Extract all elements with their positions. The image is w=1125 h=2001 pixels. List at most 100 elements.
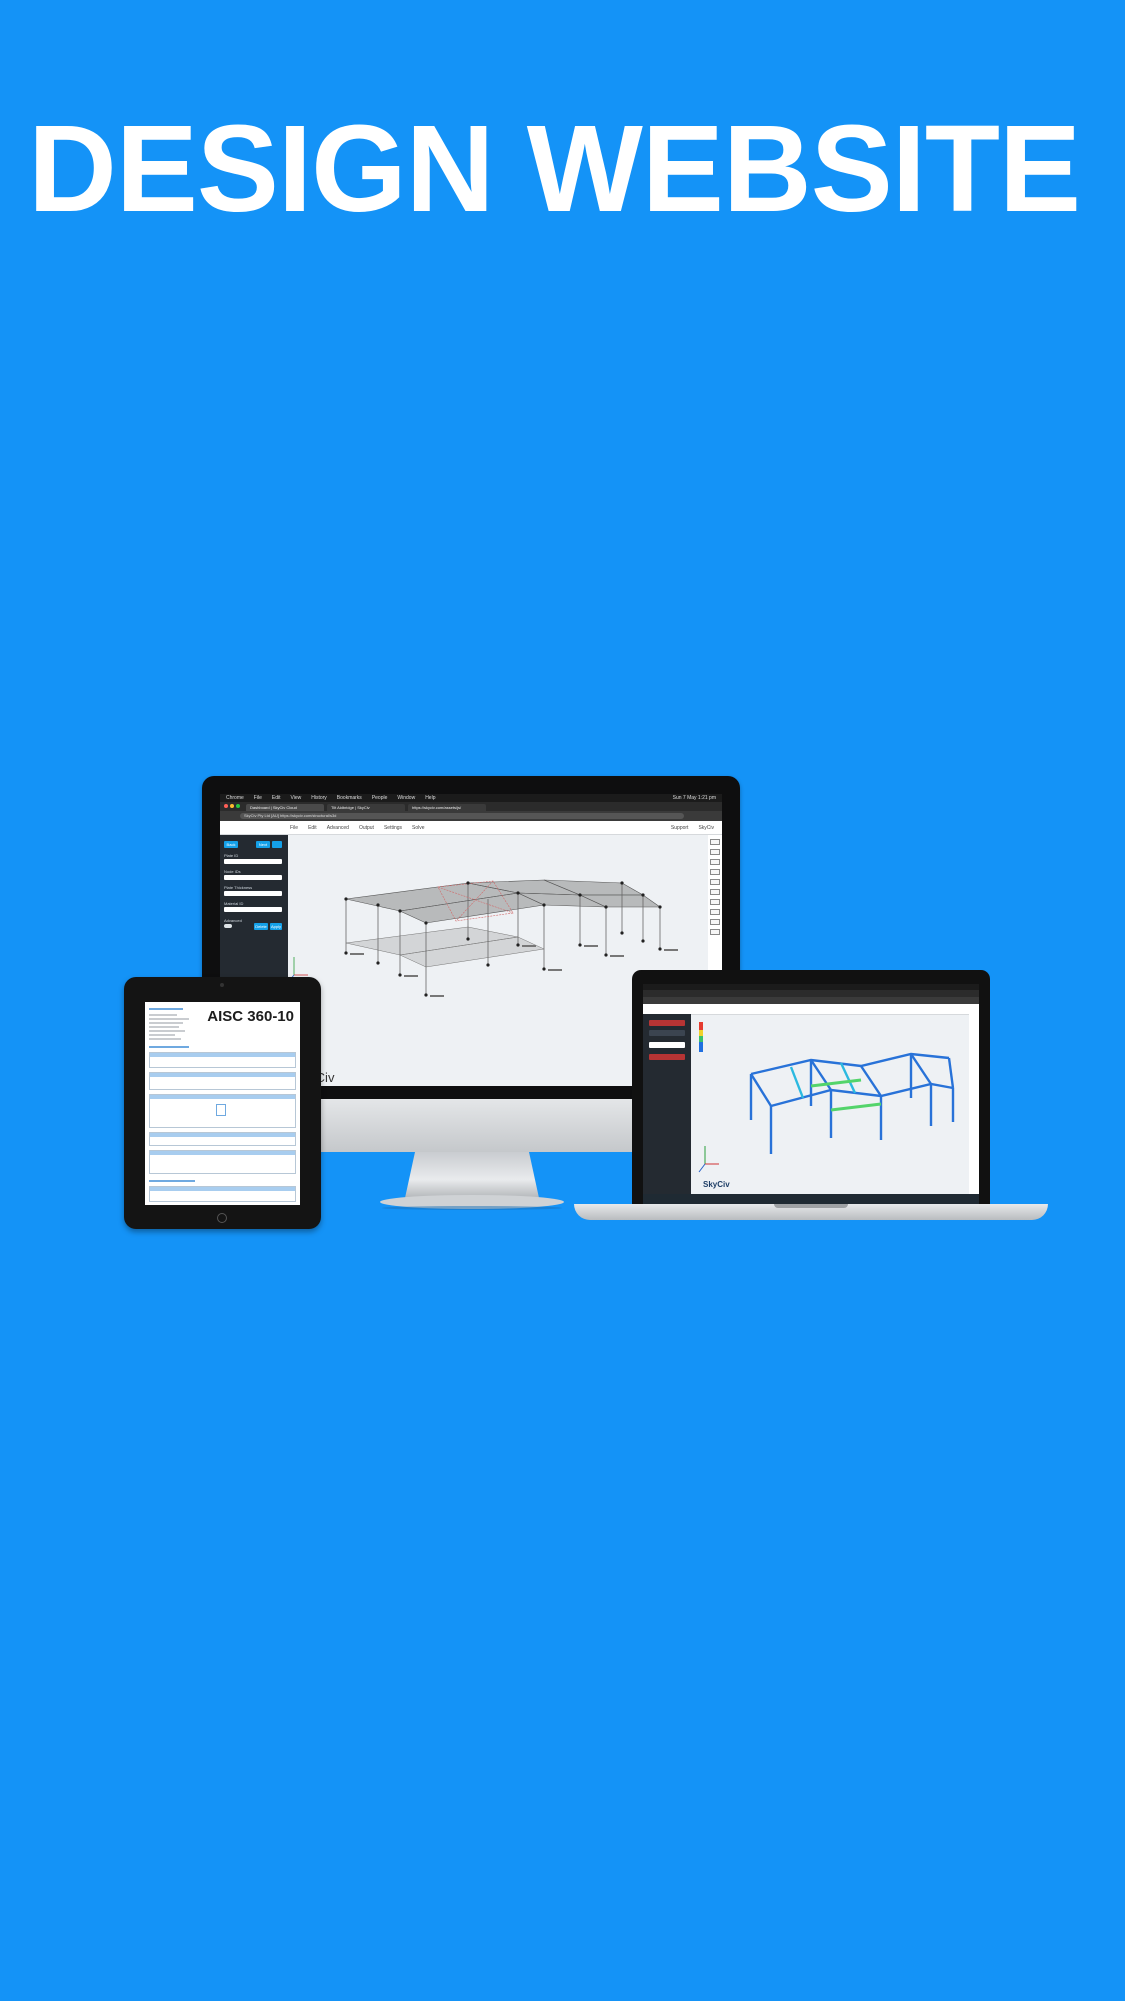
laptop-device: SkyCiv xyxy=(574,970,1048,1232)
results-panel xyxy=(643,1014,691,1204)
view-tool-icon[interactable] xyxy=(710,909,720,915)
menu-window[interactable]: Window xyxy=(397,794,416,801)
headline: DESIGN WEBSITE xyxy=(28,101,1081,238)
laptop-screen: SkyCiv xyxy=(643,984,979,1204)
plate-id-input[interactable] xyxy=(224,859,282,864)
axis-triad-icon xyxy=(698,1146,719,1173)
back-button[interactable]: Back xyxy=(224,841,238,848)
menu-people[interactable]: People xyxy=(371,794,388,801)
stress-highlight xyxy=(810,1078,882,1112)
report-line xyxy=(149,1046,189,1048)
node-ids-input[interactable] xyxy=(224,875,282,880)
results-button[interactable] xyxy=(649,1020,685,1026)
view-tool-icon[interactable] xyxy=(710,869,720,875)
frame-members xyxy=(749,1052,955,1154)
report-line xyxy=(149,1022,183,1024)
tablet-device: AISC 360-10 xyxy=(124,977,321,1229)
browser-tab-model[interactable]: Tilt Aldbridge | SkyCiv xyxy=(327,804,405,811)
report-table xyxy=(149,1052,296,1068)
roof-plates xyxy=(345,879,661,924)
results-button[interactable] xyxy=(649,1054,685,1060)
view-tool-icon[interactable] xyxy=(710,919,720,925)
report-line xyxy=(149,1030,185,1032)
report-line xyxy=(149,1018,189,1020)
plate-thickness-input[interactable] xyxy=(224,891,282,896)
toolbar-user[interactable]: SkyCiv xyxy=(698,824,714,831)
view-tools-sidebar xyxy=(969,1014,979,1204)
next-button[interactable]: Next xyxy=(256,841,270,848)
material-id-input[interactable] xyxy=(224,907,282,912)
view-tool-icon[interactable] xyxy=(710,889,720,895)
home-button-icon xyxy=(217,1213,227,1223)
report-table xyxy=(149,1072,296,1090)
close-window-icon[interactable] xyxy=(224,804,228,808)
minimize-window-icon[interactable] xyxy=(230,804,234,808)
plate-id-label: Plate ID xyxy=(224,853,239,858)
toolbar-settings[interactable]: Settings xyxy=(383,824,403,831)
skyciv-logo: SkyCiv xyxy=(703,1180,730,1189)
app-toolbar xyxy=(643,1004,979,1015)
nodes xyxy=(344,881,662,997)
results-select[interactable] xyxy=(649,1042,685,1048)
browser-tab-dashboard[interactable]: Dashboard | SkyCiv Cloud xyxy=(246,804,324,811)
toolbar-file[interactable]: File xyxy=(290,824,299,831)
advanced-toggle-label: Advanced xyxy=(224,918,242,923)
laptop-base xyxy=(574,1204,1048,1220)
apply-button[interactable]: Apply xyxy=(270,923,282,930)
toolbar-advanced[interactable]: Advanced xyxy=(326,824,349,831)
view-tool-icon[interactable] xyxy=(710,879,720,885)
monitor-bezel: Chrome File Edit View History Bookmarks … xyxy=(202,776,740,1099)
menu-help[interactable]: Help xyxy=(425,794,436,801)
report-table xyxy=(149,1132,296,1146)
monitor-stand xyxy=(380,1152,564,1210)
app-toolbar: File Edit Advanced Output Settings Solve… xyxy=(220,821,722,835)
advanced-toggle[interactable] xyxy=(224,924,232,928)
columns xyxy=(345,883,661,995)
view-tool-icon[interactable] xyxy=(710,899,720,905)
toolbar-solve[interactable]: Solve xyxy=(412,824,425,831)
tablet-screen: AISC 360-10 xyxy=(145,1002,300,1205)
menu-view[interactable]: View xyxy=(290,794,302,801)
camera-icon xyxy=(220,983,224,987)
toolbar-support[interactable]: Support xyxy=(670,824,689,831)
menubar-app-name[interactable]: Chrome xyxy=(226,794,244,801)
report-table xyxy=(149,1186,296,1202)
analysis-results-viewport[interactable] xyxy=(691,1014,969,1194)
toolbar-edit[interactable]: Edit xyxy=(308,824,317,831)
color-legend xyxy=(699,1022,703,1052)
report-line xyxy=(149,1008,183,1010)
mac-dock xyxy=(643,1194,979,1204)
material-id-label: Material ID xyxy=(224,901,244,906)
grid-icon[interactable] xyxy=(272,841,282,848)
browser-tabbar: Dashboard | SkyCiv Cloud Tilt Aldbridge … xyxy=(220,802,722,811)
mac-menubar: Chrome File Edit View History Bookmarks … xyxy=(220,794,722,802)
menu-history[interactable]: History xyxy=(311,794,327,801)
results-button[interactable] xyxy=(649,1030,685,1036)
plate-thickness-label: Plate Thickness xyxy=(224,885,253,890)
report-line xyxy=(149,1038,181,1040)
structural-model-viewport[interactable] xyxy=(288,835,708,1086)
menubar-clock: Sun 7 May 1:21 pm xyxy=(672,794,716,801)
zoom-window-icon[interactable] xyxy=(236,804,240,808)
report-line xyxy=(149,1180,195,1182)
toolbar-output[interactable]: Output xyxy=(358,824,374,831)
window-controls xyxy=(224,804,240,808)
browser-tabbar xyxy=(643,990,979,997)
browser-url-bar: SkyCiv Pty Ltd [AU] https://skyciv.com/s… xyxy=(220,811,722,821)
report-table xyxy=(149,1094,296,1128)
view-tool-icon[interactable] xyxy=(710,839,720,845)
report-title: AISC 360-10 xyxy=(207,1008,294,1025)
delete-button[interactable]: Delete xyxy=(254,923,268,930)
view-tool-icon[interactable] xyxy=(710,859,720,865)
browser-tab-assets[interactable]: https://skyciv.com/assets/js/ xyxy=(408,804,486,811)
menu-file[interactable]: File xyxy=(253,794,262,801)
report-table xyxy=(149,1150,296,1174)
address-field[interactable]: SkyCiv Pty Ltd [AU] https://skyciv.com/s… xyxy=(240,813,684,819)
menu-bookmarks[interactable]: Bookmarks xyxy=(336,794,362,801)
menu-edit[interactable]: Edit xyxy=(271,794,281,801)
browser-url-bar xyxy=(643,997,979,1004)
view-tool-icon[interactable] xyxy=(710,849,720,855)
view-tool-icon[interactable] xyxy=(710,929,720,935)
laptop-lid: SkyCiv xyxy=(632,970,990,1204)
report-line xyxy=(149,1034,175,1036)
